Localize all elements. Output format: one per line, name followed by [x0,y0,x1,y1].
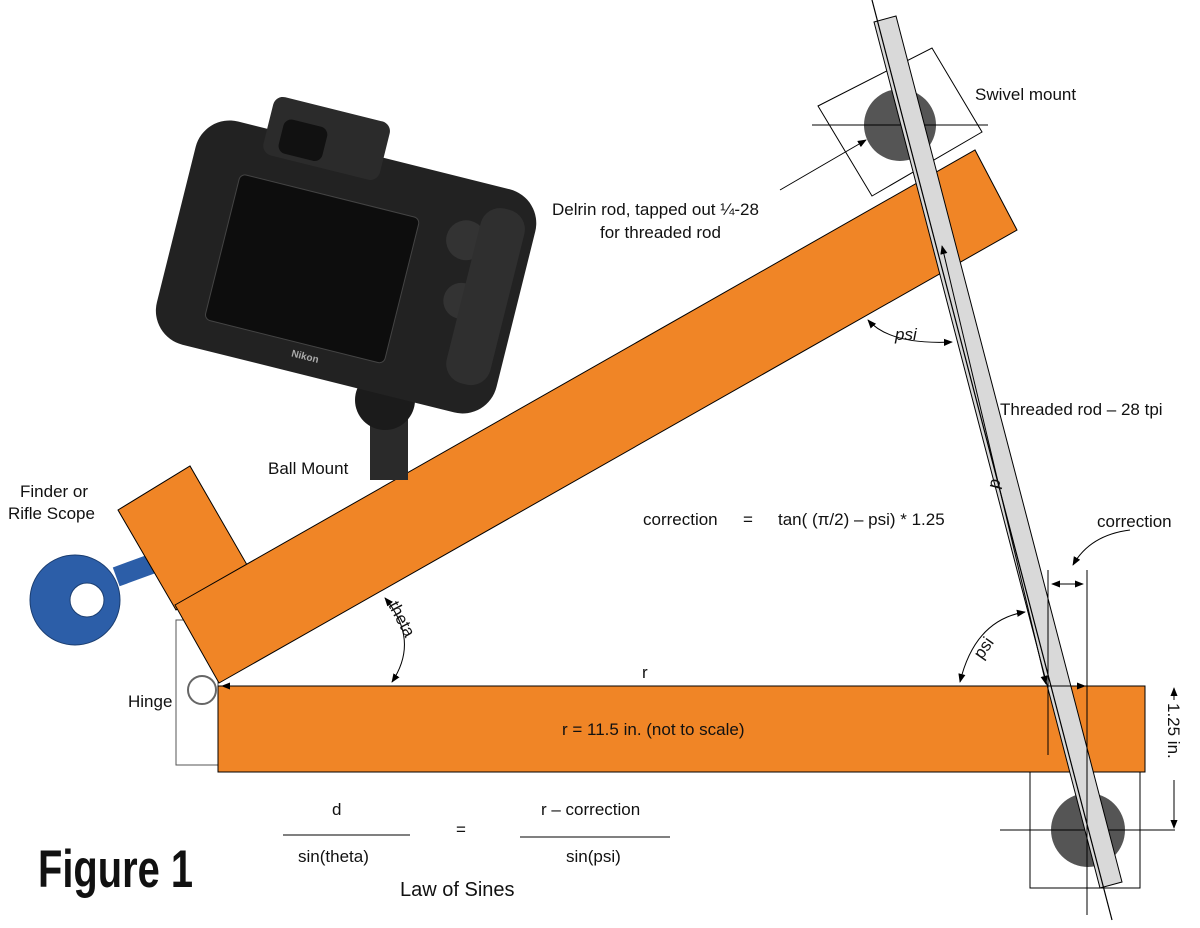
tilting-arm [174,149,1018,684]
threaded-rod-label: Threaded rod – 28 tpi [1000,400,1163,419]
finder-label-line2: Rifle Scope [8,504,95,523]
scope-connector [112,553,158,587]
swivel-mount-label: Swivel mount [975,85,1076,104]
r-label: r [642,663,648,682]
correction-callout-arrow [1072,529,1131,566]
r-value-label: r = 11.5 in. (not to scale) [562,720,745,739]
rod-centerline [871,0,1113,921]
delrin-label-line2: for threaded rod [600,223,721,242]
correction-formula-rhs: tan( (π/2) – psi) * 1.25 [778,510,945,529]
hinge-label: Hinge [128,692,172,711]
correction-formula-lhs: correction [643,510,718,529]
finder-scope-hole [69,582,105,618]
height-label: 1.25 in. [1164,703,1183,759]
psi-label-top: psi [894,325,918,344]
hinge-icon [187,675,217,705]
law-title: Law of Sines [400,879,515,901]
finder-label-line1: Finder or [20,482,88,501]
theta-angle-arc [384,597,405,683]
d-dimension [940,245,1048,685]
delrin-label-line1: Delrin rod, tapped out ¼-28 [552,200,759,219]
theta-label: theta [384,598,419,641]
psi-angle-arc-bottom [958,609,1026,683]
psi-angle-arc-top [867,319,953,346]
figure-title: Figure 1 [38,840,193,898]
base-bar [217,685,1146,773]
law-equals: = [456,820,466,839]
camera-icon: Nikon [155,96,537,480]
law-denominator-right: sin(psi) [566,847,621,866]
psi-label-bottom: psi [970,634,998,663]
correction-label: correction [1097,512,1172,531]
law-numerator-right: r – correction [541,800,640,819]
law-numerator-left: d [332,800,341,819]
ball-mount-label: Ball Mount [268,459,349,478]
delrin-callout-arrow [779,139,867,191]
correction-formula-eq: = [743,510,753,529]
law-denominator-left: sin(theta) [298,847,369,866]
